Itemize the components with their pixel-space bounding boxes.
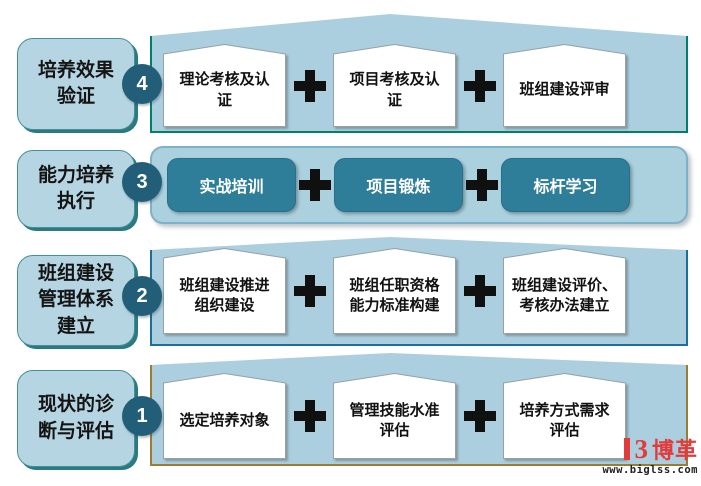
process-item: 选定培养对象 (163, 373, 286, 459)
brand-url: www.biglss.com (602, 464, 698, 476)
stage-label-text: 培养效果 验证 (37, 59, 114, 107)
process-item-label: 班组建设推进 组织建设 (179, 276, 270, 314)
process-item: 理论考核及认 证 (163, 44, 286, 127)
step-number-badge-4: 4 (122, 64, 162, 104)
stage-label-step2: 班组建设 管理体系 建立 (17, 255, 135, 346)
banner-items: 班组建设推进 组织建设 班组任职资格 能力标准构建 班组建设评价、 考核办法建立 (150, 248, 688, 334)
stage-label-step4: 培养效果 验证 (17, 38, 135, 130)
stage-banner-step4: 理论考核及认 证 项目考核及认 证 班组建设评审 (150, 14, 688, 133)
plus-icon (293, 400, 326, 432)
process-item-label: 培养方式需求 评估 (519, 401, 610, 439)
stage-label-step3: 能力培养 执行 (17, 150, 135, 228)
process-item: 管理技能水准 评估 (333, 373, 456, 459)
plus-icon (466, 169, 498, 201)
pentagon-box-shape (503, 44, 626, 127)
process-item-label: 班组建设评价、 考核办法建立 (511, 276, 617, 314)
process-item: 培养方式需求 评估 (503, 373, 626, 459)
pentagon-box-shape (333, 44, 456, 127)
process-item-solid: 项目锻炼 (334, 158, 463, 212)
stage-banner-step3: 实战培训 项目锻炼 标杆学习 (150, 146, 688, 224)
banner-items: 理论考核及认 证 项目考核及认 证 班组建设评审 (150, 44, 688, 127)
process-item-label: 理论考核及认 证 (179, 71, 270, 109)
process-item: 班组建设评审 (503, 44, 626, 127)
plus-icon (293, 275, 326, 307)
stage-label-step1: 现状的诊 断与评估 (17, 370, 135, 467)
process-item-label: 班组任职资格 能力标准构建 (349, 276, 440, 314)
pentagon-box-shape (333, 248, 456, 334)
step-number-badge-3: 3 (122, 162, 162, 202)
process-item-label: 选定培养对象 (179, 411, 270, 429)
stage-banner-step2: 班组建设推进 组织建设 班组任职资格 能力标准构建 班组建设评价、 考核办法建立 (150, 237, 688, 346)
pentagon-box-shape (503, 373, 626, 459)
pentagon-box-shape (163, 44, 286, 127)
process-item: 班组任职资格 能力标准构建 (333, 248, 456, 334)
pentagon-box-shape (333, 373, 456, 459)
stage-banner-step1: 选定培养对象 管理技能水准 评估 培养方式需求 评估 (150, 353, 688, 466)
pentagon-box-shape (163, 373, 286, 459)
process-item: 班组建设推进 组织建设 (163, 248, 286, 334)
stage-label-text: 现状的诊 断与评估 (37, 394, 114, 442)
brand-logo-icon (624, 437, 631, 460)
process-item-solid: 标杆学习 (501, 158, 630, 212)
process-item: 班组建设评价、 考核办法建立 (503, 248, 626, 334)
pentagon-box-shape (163, 248, 286, 334)
brand-logo-icon: 3 (634, 433, 648, 464)
plus-icon (293, 69, 326, 102)
process-item-solid: 实战培训 (167, 158, 296, 212)
step-number-badge-1: 1 (122, 396, 162, 436)
process-item-label: 管理技能水准 评估 (349, 401, 440, 439)
watermark: 3 博革 www.biglss.com (602, 435, 698, 476)
plus-icon (463, 275, 496, 307)
process-item-label: 班组建设评审 (519, 81, 610, 99)
brand-name: 博革 (651, 437, 698, 463)
banner-items: 选定培养对象 管理技能水准 评估 培养方式需求 评估 (150, 373, 688, 459)
brand-logo: 3 博革 (602, 433, 698, 464)
plus-icon (463, 69, 496, 102)
process-item: 项目考核及认 证 (333, 44, 456, 127)
pentagon-box-shape (503, 248, 626, 334)
stage-label-text: 能力培养 执行 (37, 164, 114, 212)
plus-icon (299, 169, 331, 201)
process-item-label: 项目考核及认 证 (349, 71, 440, 109)
plus-icon (463, 400, 496, 432)
step-number-badge-2: 2 (122, 276, 162, 316)
stage-label-text: 班组建设 管理体系 建立 (37, 263, 114, 337)
